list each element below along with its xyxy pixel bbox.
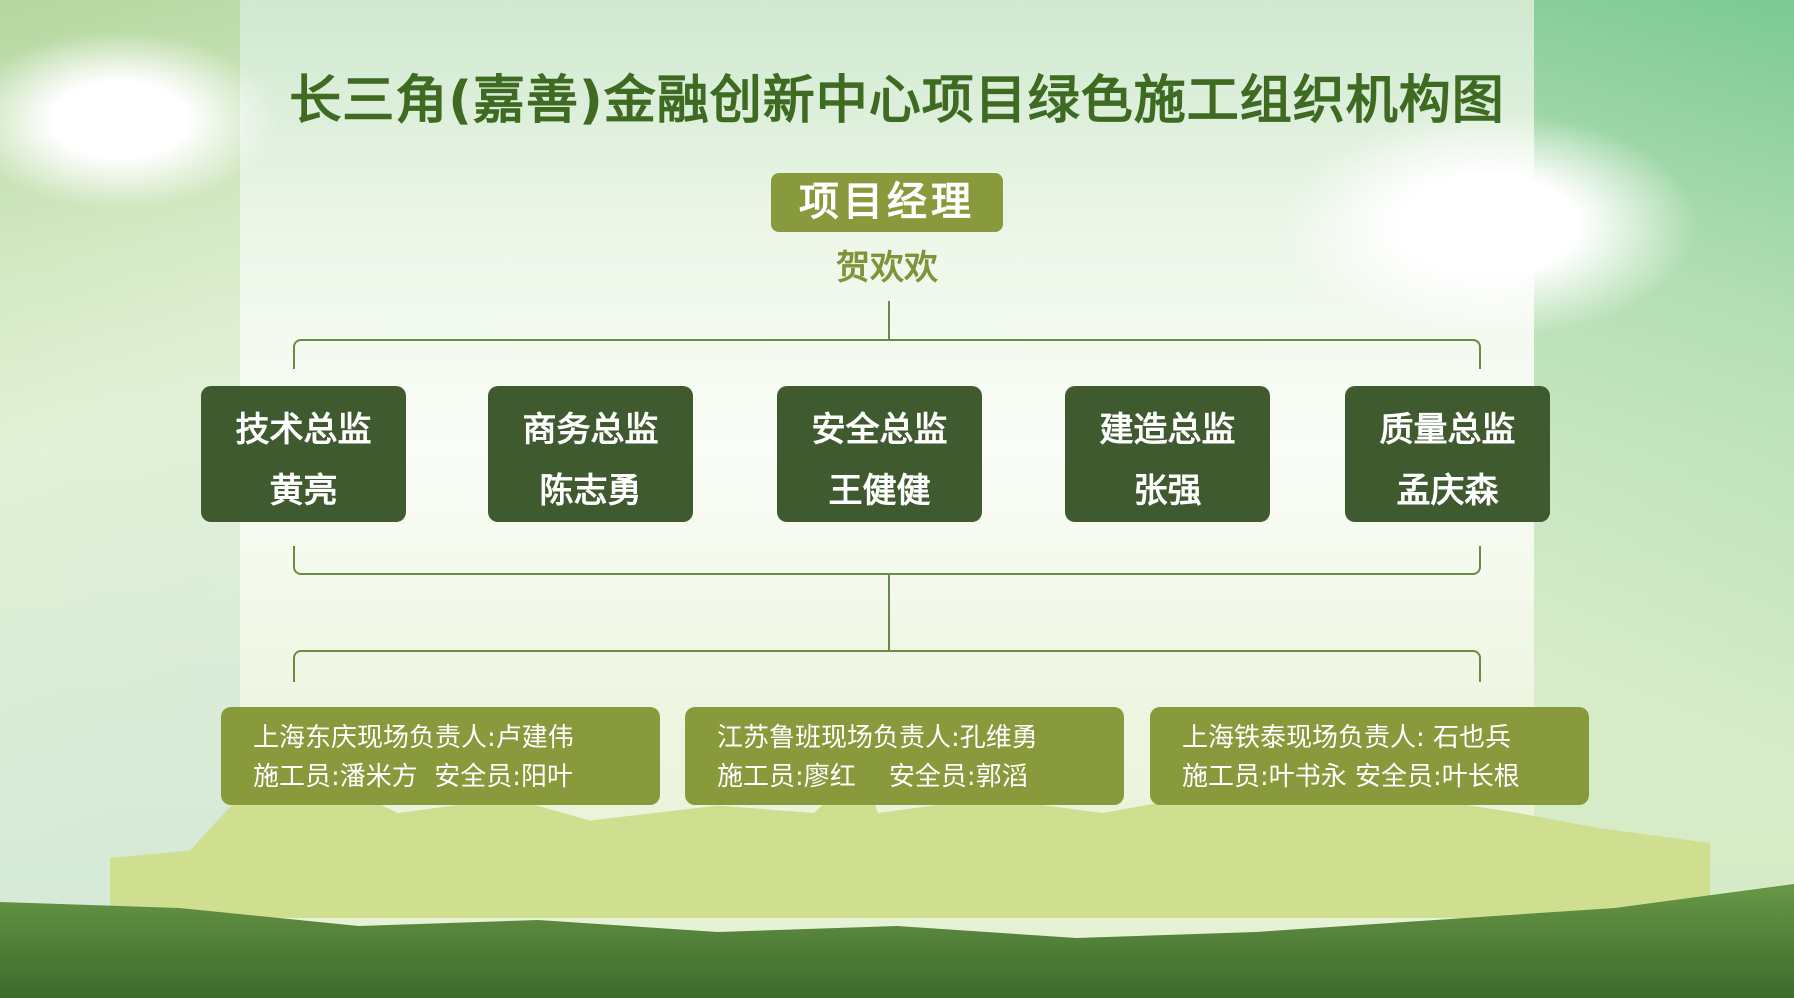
director-role: 商务总监 — [522, 410, 659, 450]
director-name: 王健健 — [828, 471, 931, 511]
site-staff: 施工员:叶书永 安全员:叶长根 — [1182, 762, 1520, 792]
director-box: 技术总监黄亮 — [201, 386, 406, 522]
site-leader: 上海铁泰现场负责人: 石也兵 — [1182, 723, 1512, 753]
site-leader: 上海东庆现场负责人:卢建伟 — [253, 723, 574, 753]
connector — [888, 575, 890, 651]
director-box: 质量总监孟庆森 — [1345, 386, 1550, 522]
connector-bracket — [293, 546, 1481, 575]
director-name: 张强 — [1133, 471, 1202, 511]
site-staff: 施工员:廖红 安全员:郭滔 — [717, 762, 1028, 792]
connector — [888, 301, 890, 339]
site-box: 上海铁泰现场负责人: 石也兵施工员:叶书永 安全员:叶长根 — [1150, 707, 1589, 805]
director-box: 商务总监陈志勇 — [488, 386, 693, 522]
site-box: 江苏鲁班现场负责人:孔维勇施工员:廖红 安全员:郭滔 — [685, 707, 1124, 805]
director-name: 陈志勇 — [539, 471, 642, 511]
site-leader: 江苏鲁班现场负责人:孔维勇 — [717, 723, 1038, 753]
director-box: 建造总监张强 — [1065, 386, 1270, 522]
connector-bracket — [293, 650, 1481, 682]
cloud — [1280, 110, 1700, 340]
connector-bracket — [293, 339, 1481, 369]
site-box: 上海东庆现场负责人:卢建伟施工员:潘米方 安全员:阳叶 — [221, 707, 660, 805]
director-role: 质量总监 — [1379, 410, 1516, 450]
manager-name: 贺欢欢 — [836, 248, 938, 288]
site-staff: 施工员:潘米方 安全员:阳叶 — [253, 762, 574, 792]
director-name: 孟庆森 — [1396, 471, 1499, 511]
director-role: 技术总监 — [235, 410, 372, 450]
cloud — [0, 30, 280, 210]
page-title: 长三角(嘉善)金融创新中心项目绿色施工组织机构图 — [289, 71, 1505, 131]
director-box: 安全总监王健健 — [777, 386, 982, 522]
manager-role: 项目经理 — [771, 173, 1003, 232]
director-role: 安全总监 — [811, 410, 948, 450]
director-name: 黄亮 — [269, 471, 338, 511]
director-role: 建造总监 — [1099, 410, 1236, 450]
